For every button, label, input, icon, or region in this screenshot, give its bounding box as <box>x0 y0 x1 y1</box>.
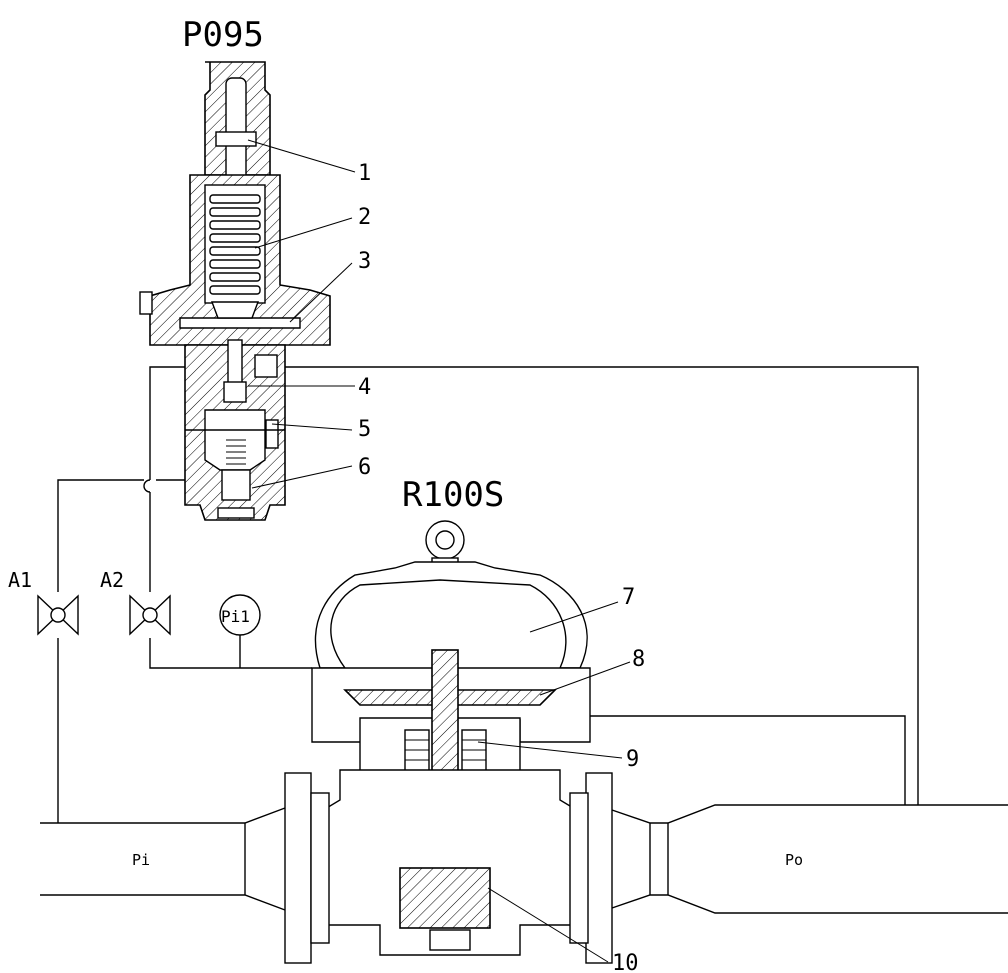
outlet-pipe <box>611 804 1008 914</box>
part-label-3: 3 <box>358 249 371 274</box>
part-label-5: 5 <box>358 417 371 442</box>
leader-lines <box>247 139 631 963</box>
part-label-10: 10 <box>612 951 639 973</box>
pilot-p095 <box>139 61 331 521</box>
valve-a2-label: A2 <box>100 568 124 592</box>
part-label-9: 9 <box>626 747 639 772</box>
part-label-7: 7 <box>622 585 635 610</box>
inlet-pipe <box>40 807 286 911</box>
inlet-flange <box>284 772 312 964</box>
pilot-spring-small <box>226 439 246 465</box>
valve-a1 <box>37 594 79 636</box>
regulator-title: R100S <box>402 475 504 515</box>
valve-a1-label: A1 <box>8 568 32 592</box>
part-label-6: 6 <box>358 455 371 480</box>
sensing-lines <box>57 366 919 823</box>
part-label-8: 8 <box>632 647 645 672</box>
part-label-1: 1 <box>358 161 371 186</box>
inlet-pipe-label: Pi <box>132 851 150 869</box>
pressure-gauge-pi1 <box>219 594 261 636</box>
outlet-flange <box>585 772 613 964</box>
gauge-label: Pi1 <box>221 607 250 626</box>
part-label-4: 4 <box>358 375 371 400</box>
outlet-pipe-label: Po <box>785 851 803 869</box>
valve-a2 <box>129 594 171 636</box>
pilot-title: P095 <box>182 15 264 55</box>
pilot-spring <box>209 194 261 295</box>
regulator-r100s <box>284 520 613 964</box>
part-label-2: 2 <box>358 205 371 230</box>
